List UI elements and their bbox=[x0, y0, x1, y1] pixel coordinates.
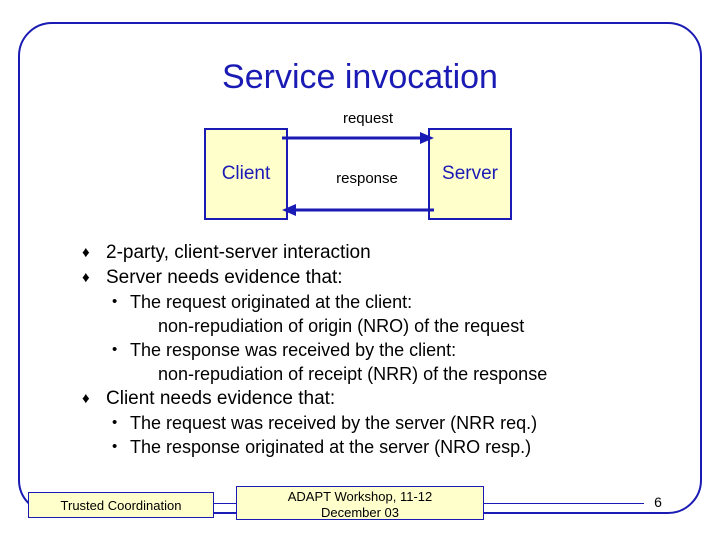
list-item-text: Server needs evidence that: bbox=[106, 267, 343, 288]
list-item-text: non-repudiation of receipt (NRR) of the … bbox=[158, 364, 548, 384]
bullet-list: ♦ 2-party, client-server interaction ♦ S… bbox=[60, 240, 660, 459]
list-item: • The response originated at the server … bbox=[60, 435, 660, 459]
dot-bullet-icon: • bbox=[112, 293, 118, 310]
arrows bbox=[282, 128, 434, 220]
footer-divider-right bbox=[484, 503, 644, 504]
list-item-text: non-repudiation of origin (NRO) of the r… bbox=[158, 316, 525, 336]
response-arrow bbox=[282, 204, 434, 216]
dot-bullet-icon: • bbox=[112, 414, 118, 431]
list-item-text: Client needs evidence that: bbox=[106, 388, 336, 409]
footer-left-box: Trusted Coordination bbox=[28, 492, 214, 518]
footer-center-box: ADAPT Workshop, 11-12 December 03 bbox=[236, 486, 484, 520]
request-arrow bbox=[282, 132, 434, 144]
dot-bullet-icon: • bbox=[112, 341, 118, 358]
list-item: • The request originated at the client: bbox=[60, 290, 660, 314]
list-item-text: The request was received by the server (… bbox=[130, 413, 538, 433]
page-title: Service invocation bbox=[222, 58, 498, 96]
list-item: ♦ 2-party, client-server interaction bbox=[60, 240, 660, 265]
list-item-text: The request originated at the client: bbox=[130, 292, 413, 312]
client-box: Client bbox=[204, 128, 288, 220]
list-item: non-repudiation of origin (NRO) of the r… bbox=[60, 314, 660, 338]
diamond-bullet-icon: ♦ bbox=[82, 269, 90, 286]
list-item: • The response was received by the clien… bbox=[60, 338, 660, 362]
list-item: ♦ Client needs evidence that: bbox=[60, 386, 660, 411]
page-number: 6 bbox=[654, 494, 662, 510]
response-label: response bbox=[336, 170, 398, 187]
footer-divider-left bbox=[214, 503, 238, 504]
footer-center-line2: December 03 bbox=[320, 505, 400, 520]
list-item: non-repudiation of receipt (NRR) of the … bbox=[60, 362, 660, 386]
diamond-bullet-icon: ♦ bbox=[82, 244, 90, 261]
diamond-bullet-icon: ♦ bbox=[82, 390, 90, 407]
server-box: Server bbox=[428, 128, 512, 220]
list-item-text: The response originated at the server (N… bbox=[130, 437, 532, 457]
request-label: request bbox=[342, 110, 394, 127]
list-item: ♦ Server needs evidence that: bbox=[60, 265, 660, 290]
server-box-label: Server bbox=[442, 163, 498, 184]
service-invocation-diagram: Client Server request response bbox=[200, 110, 520, 225]
list-item-text: The response was received by the client: bbox=[130, 340, 457, 360]
client-box-label: Client bbox=[221, 163, 271, 184]
footer-left-label: Trusted Coordination bbox=[60, 497, 182, 513]
dot-bullet-icon: • bbox=[112, 438, 118, 455]
list-item-text: 2-party, client-server interaction bbox=[106, 242, 371, 263]
footer-center-line1: ADAPT Workshop, 11-12 bbox=[287, 489, 433, 504]
list-item: • The request was received by the server… bbox=[60, 411, 660, 435]
